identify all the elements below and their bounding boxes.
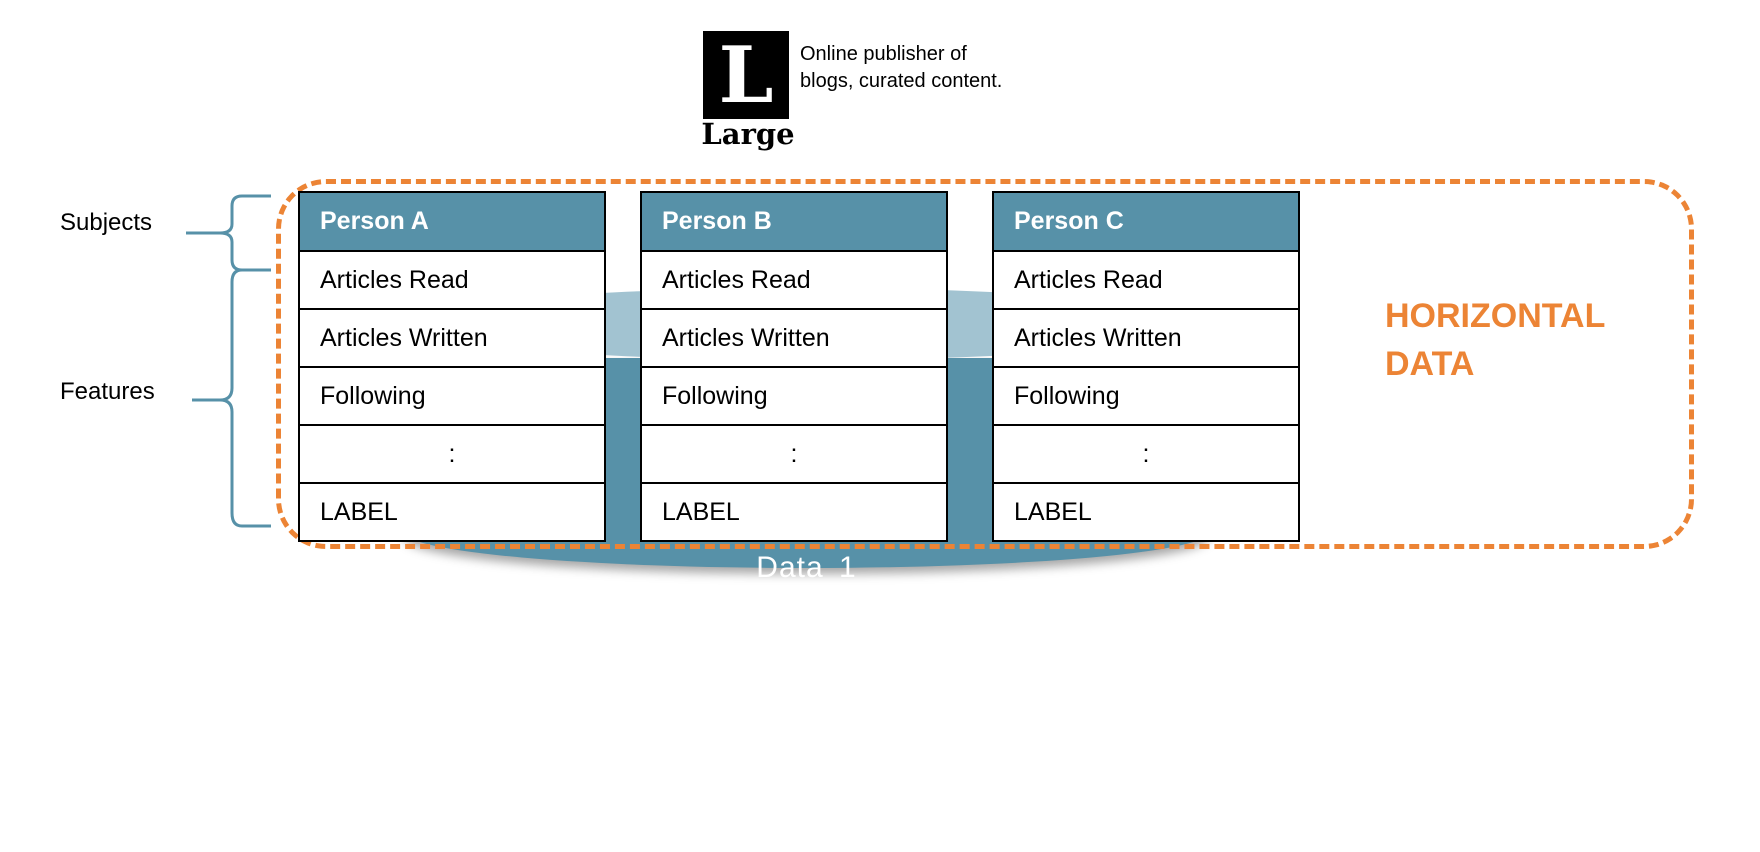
feature-row: Following: [300, 366, 604, 424]
feature-row: Articles Written: [642, 308, 946, 366]
horizontal-data-line-1: HORIZONTAL: [1385, 297, 1606, 335]
label-row: LABEL: [642, 482, 946, 540]
feature-row: Following: [994, 366, 1298, 424]
label-row: LABEL: [994, 482, 1298, 540]
person-header: Person C: [994, 193, 1298, 250]
tagline-line-1: Online publisher of: [800, 43, 967, 65]
feature-row: Articles Read: [994, 250, 1298, 308]
logo-word: Large: [701, 117, 795, 151]
label-row: LABEL: [300, 482, 604, 540]
horizontal-data-label: HORIZONTAL DATA: [1385, 292, 1605, 388]
horizontal-data-region: [276, 179, 1694, 549]
feature-row: Articles Written: [300, 308, 604, 366]
feature-row: Articles Read: [300, 250, 604, 308]
feature-row-ellipsis: :: [642, 424, 946, 482]
large-logo-icon: L: [703, 31, 789, 119]
person-header: Person A: [300, 193, 604, 250]
feature-row-ellipsis: :: [300, 424, 604, 482]
horizontal-data-line-2: DATA: [1385, 345, 1475, 383]
features-brace-icon: [192, 268, 271, 528]
features-label: Features: [60, 378, 155, 405]
subjects-label: Subjects: [60, 209, 153, 236]
feature-row: Articles Read: [642, 250, 946, 308]
data-cylinder-label: Data 1: [756, 551, 857, 584]
feature-row: Articles Written: [994, 308, 1298, 366]
person-c-table: Person C Articles Read Articles Written …: [992, 191, 1300, 542]
brace-icons: [186, 194, 271, 528]
person-header: Person B: [642, 193, 946, 250]
logo-letter: L: [718, 30, 774, 121]
feature-row-ellipsis: :: [994, 424, 1298, 482]
subjects-brace-icon: [186, 194, 271, 272]
person-b-table: Person B Articles Read Articles Written …: [640, 191, 948, 542]
person-a-table: Person A Articles Read Articles Written …: [298, 191, 606, 542]
feature-row: Following: [642, 366, 946, 424]
tagline: Online publisher of blogs, curated conte…: [800, 41, 1002, 95]
tagline-line-2: blogs, curated content.: [800, 70, 1003, 92]
